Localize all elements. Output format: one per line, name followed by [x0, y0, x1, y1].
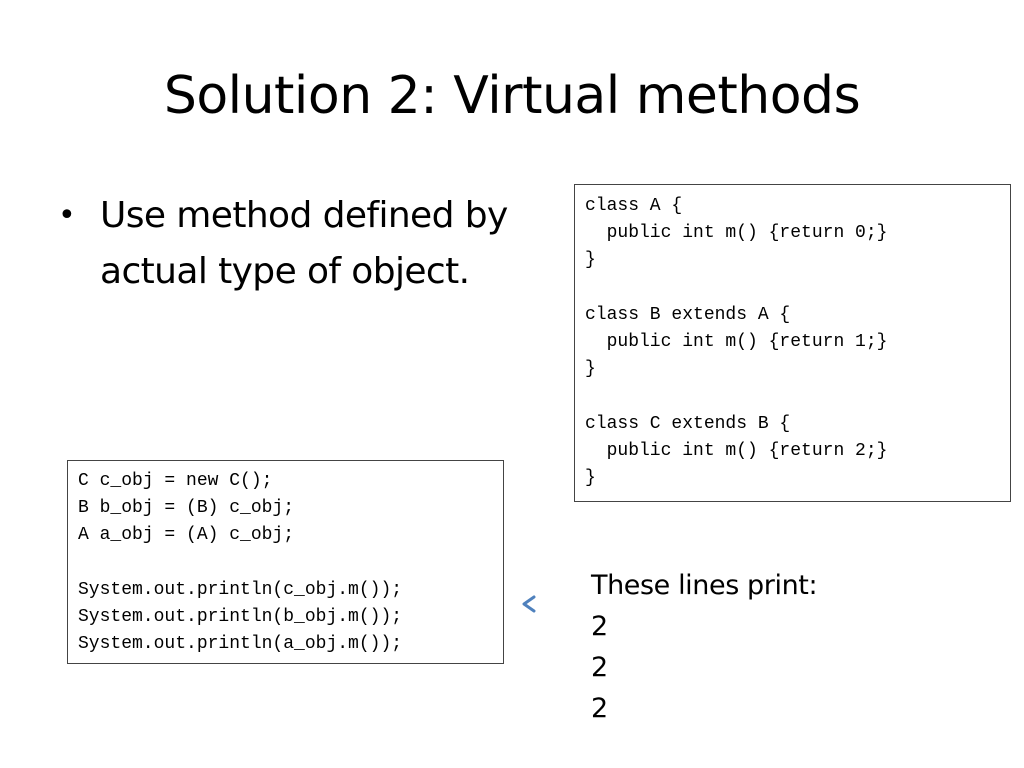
- code-line: public int m() {return 1;}: [585, 332, 888, 353]
- code-line: System.out.println(c_obj.m());: [78, 579, 403, 600]
- output-value: 2: [591, 652, 608, 683]
- output-value: 2: [591, 693, 608, 724]
- code-line: B b_obj = (B) c_obj;: [78, 498, 295, 519]
- code-line: class A {: [585, 196, 683, 216]
- code-line: }: [585, 250, 596, 271]
- code-line: public int m() {return 2;}: [585, 440, 888, 461]
- code-line: }: [585, 468, 596, 489]
- class-definitions-code: class A { public int m() {return 0;} } c…: [574, 184, 1011, 502]
- bullet-list: • Use method defined by actual type of o…: [58, 188, 558, 300]
- code-line: }: [585, 359, 596, 380]
- code-line: C c_obj = new C();: [78, 471, 273, 491]
- output-label: These lines print:: [591, 570, 818, 601]
- bullet-marker: •: [58, 198, 76, 233]
- code-line: System.out.println(b_obj.m());: [78, 607, 403, 628]
- slide-title: Solution 2: Virtual methods: [163, 66, 861, 126]
- code-line: System.out.println(a_obj.m());: [78, 634, 403, 655]
- code-line: A a_obj = (A) c_obj;: [78, 525, 295, 546]
- code-line: class B extends A {: [585, 304, 791, 325]
- bullet-item: • Use method defined by actual type of o…: [58, 188, 558, 300]
- arrow-left-icon: [522, 595, 576, 613]
- usage-code: C c_obj = new C(); B b_obj = (B) c_obj; …: [67, 460, 504, 664]
- bullet-text: Use method defined by actual type of obj…: [100, 195, 508, 292]
- output-value: 2: [591, 611, 608, 642]
- code-line: public int m() {return 0;}: [585, 223, 888, 244]
- output-description: These lines print: 2 2 2: [591, 565, 891, 729]
- code-line: class C extends B {: [585, 413, 791, 434]
